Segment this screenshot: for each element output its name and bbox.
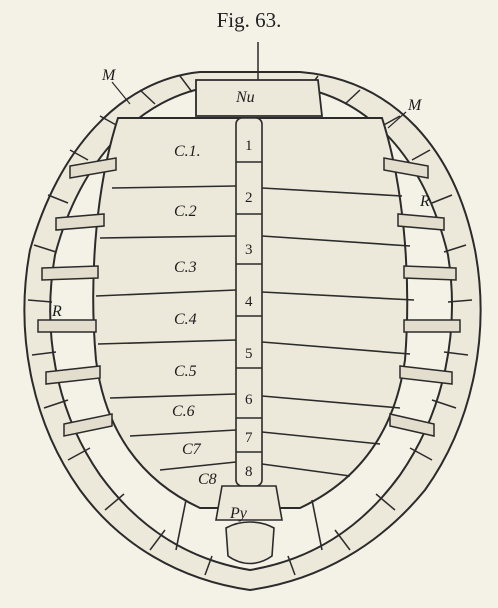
rib-label-right: R	[419, 193, 430, 210]
costal-label-2: C.2	[174, 203, 197, 220]
rib-label-left: R	[51, 303, 62, 320]
costal-label-8: C8	[198, 471, 217, 488]
marginal-label-left: M	[101, 67, 117, 84]
nuchal-plate	[196, 80, 322, 116]
neural-label-4: 4	[245, 294, 253, 310]
neural-label-1: 1	[245, 138, 253, 154]
pygal-label: Py	[229, 505, 248, 522]
marginal-left-pointer	[112, 82, 130, 104]
costal-label-6: C.6	[172, 403, 195, 420]
marginal-label-right: M	[407, 97, 423, 114]
costal-label-7: C7	[182, 441, 202, 458]
neural-label-6: 6	[245, 392, 253, 408]
costal-label-1: C.1.	[174, 143, 201, 160]
neural-label-3: 3	[245, 242, 253, 258]
neural-label-2: 2	[245, 190, 253, 206]
neural-label-8: 8	[245, 464, 253, 480]
costal-label-5: C.5	[174, 363, 197, 380]
costal-label-3: C.3	[174, 259, 197, 276]
neural-label-5: 5	[245, 346, 253, 362]
costal-label-4: C.4	[174, 311, 197, 328]
neural-label-7: 7	[245, 430, 253, 446]
nuchal-label: Nu	[235, 89, 255, 106]
